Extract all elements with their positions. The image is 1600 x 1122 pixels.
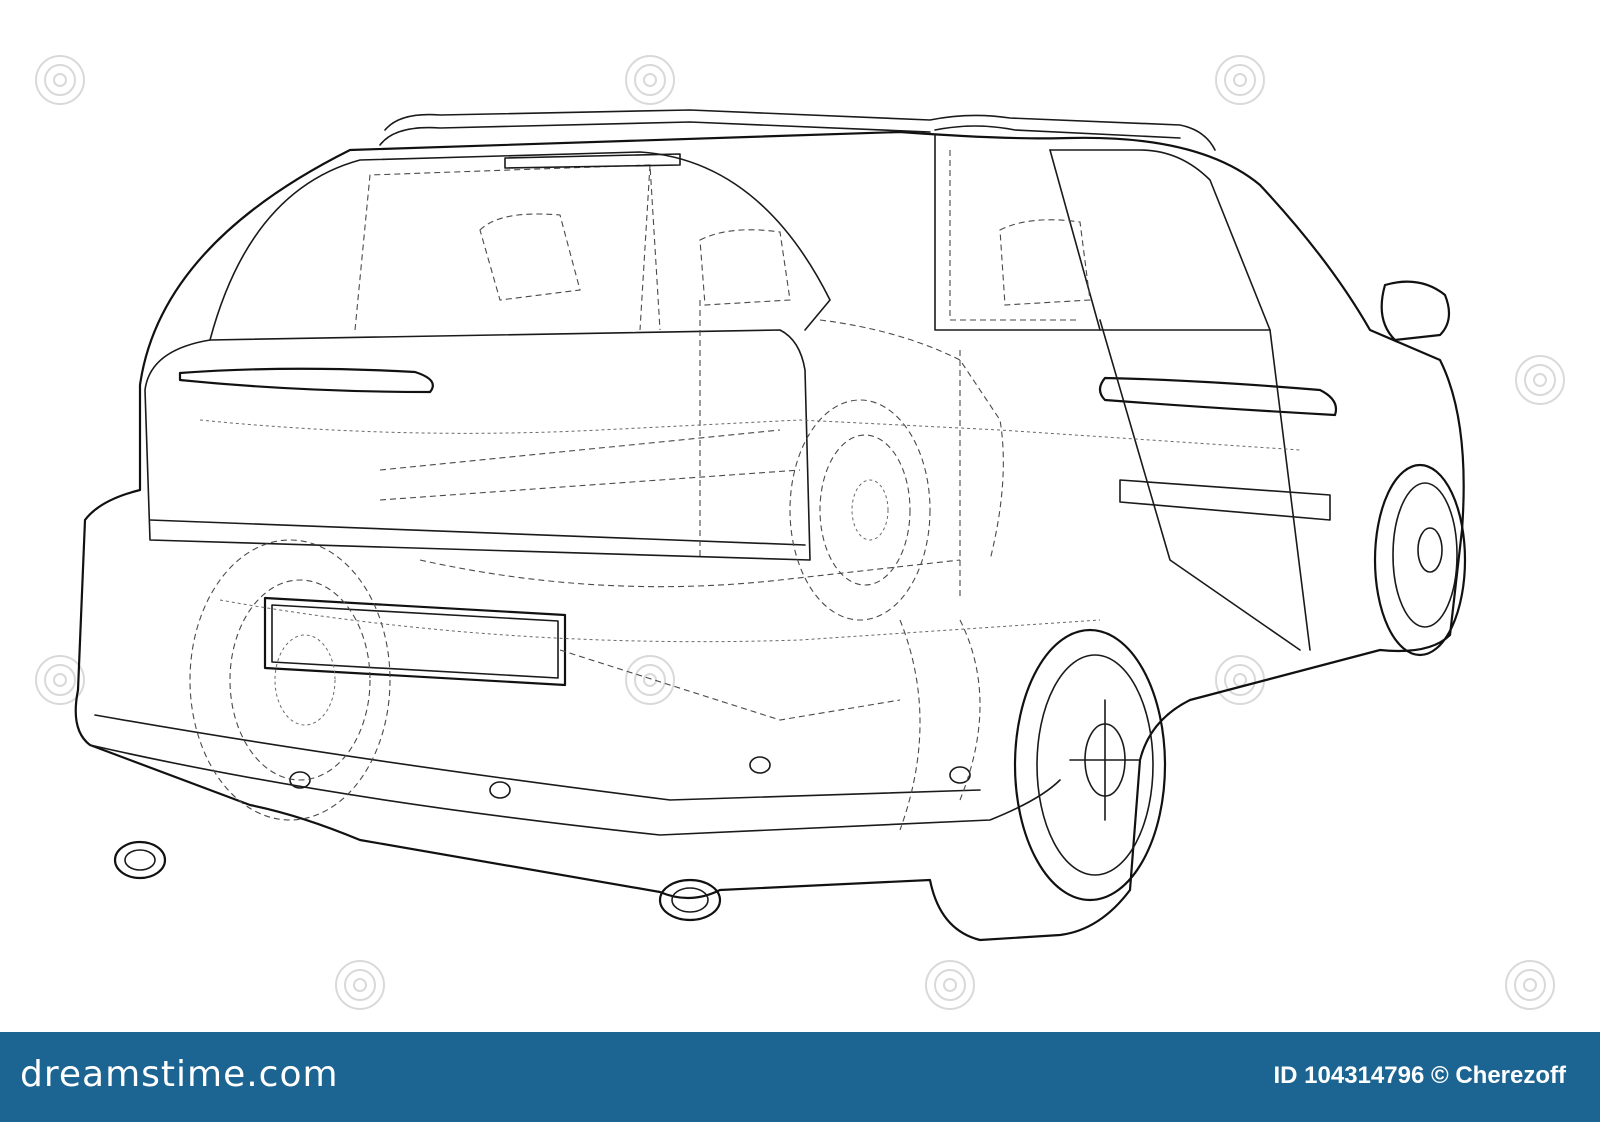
front-right-wheel <box>1373 463 1467 657</box>
car-body <box>74 130 1465 942</box>
watermark-pattern <box>35 55 1565 1010</box>
roof-rails <box>379 109 1216 151</box>
image-id: ID 104314796 <box>1273 1062 1425 1089</box>
brand-logo[interactable]: dreamstime.com <box>20 1054 339 1095</box>
interior-hidden-lines <box>199 213 1301 831</box>
footer-bar: dreamstime.com ID 104314796 © Cherezoff <box>0 1032 1600 1122</box>
author-name[interactable]: Cherezoff <box>1455 1062 1566 1089</box>
car-wireframe-drawing <box>35 55 1565 1010</box>
rear-right-wheel <box>1013 628 1167 902</box>
image-credit: ID 104314796 © Cherezoff <box>1274 1062 1567 1090</box>
hidden-wheels <box>189 399 931 821</box>
copyright-symbol: © <box>1430 1062 1449 1089</box>
